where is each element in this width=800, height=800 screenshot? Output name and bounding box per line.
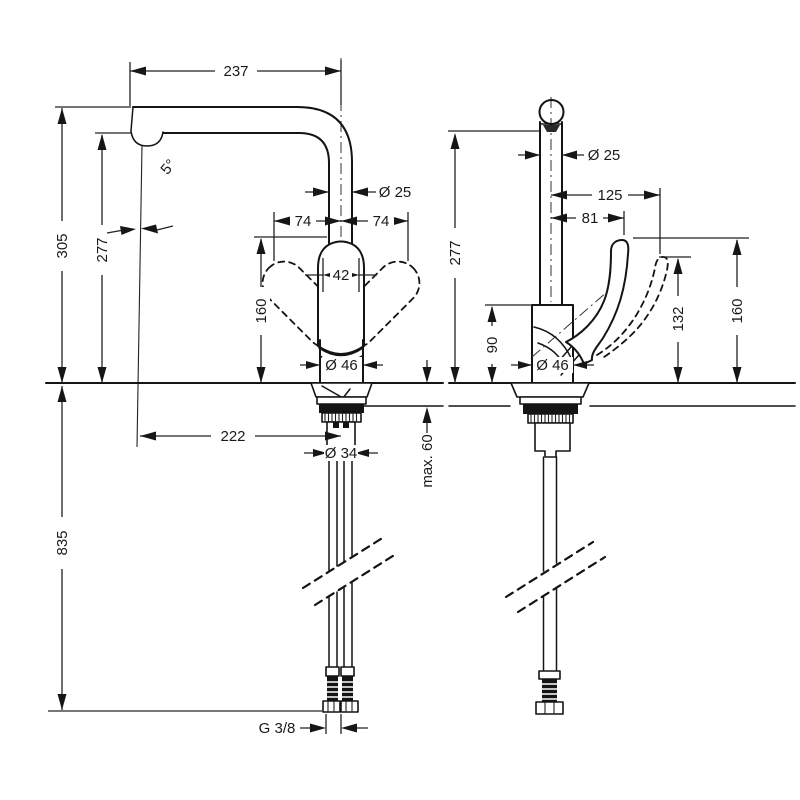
dim-160-front-label: 160 <box>253 298 270 323</box>
thread-ridges <box>327 681 353 698</box>
dim-g38-label: G 3/8 <box>259 720 296 737</box>
dim-body-dia-side: Ø 46 <box>511 357 594 374</box>
dim-lever-width: 42 <box>305 258 377 292</box>
dim-42-label: 42 <box>333 267 350 284</box>
base-ring-side <box>519 396 582 405</box>
hose-collar-right <box>340 666 355 677</box>
spout-outer-edge <box>132 106 353 245</box>
dim-222-label: 222 <box>220 428 245 445</box>
gasket-band <box>319 404 364 413</box>
dim-81-label: 81 <box>582 210 599 227</box>
dim-835-label: 835 <box>54 530 71 555</box>
shank-rod-left <box>333 422 339 428</box>
dim-shank-dia: Ø 34 <box>304 445 378 462</box>
hex-nut-side <box>535 701 564 715</box>
shank-rod-right <box>343 422 349 428</box>
spout-column-side <box>539 121 563 306</box>
dim-277-front-label: 277 <box>94 237 111 262</box>
aerator-side <box>543 125 560 132</box>
dim-dia46-side-label: Ø 46 <box>536 357 569 374</box>
dim-lever-height-side: 160 <box>633 237 749 383</box>
front-view <box>45 58 444 713</box>
hoses-upper <box>328 455 353 572</box>
dim-hose-drop: 835 <box>53 386 71 710</box>
hose-break-marks <box>301 535 398 607</box>
side-dimensions: Ø 25 125 81 277 <box>446 130 749 383</box>
hose-upper-side <box>542 456 558 572</box>
spout-inner-edge <box>162 132 330 245</box>
dim-spout-dia-front: Ø 25 <box>305 184 411 201</box>
base-flange-side <box>510 382 590 398</box>
body-front <box>319 339 364 384</box>
dim-dia25-front-label: Ø 25 <box>379 184 412 201</box>
hose-break-marks-side <box>504 540 607 614</box>
dim-body-height: 90 <box>483 304 531 383</box>
gasket-band-side <box>523 404 578 414</box>
base-ring <box>316 396 367 405</box>
dim-reach: 222 <box>140 428 341 445</box>
dim-dia34-label: Ø 34 <box>325 445 358 462</box>
dim-outlet-height-side: 277 <box>446 130 540 383</box>
lever-front <box>317 240 365 355</box>
dim-spout-span: 237 <box>129 60 342 106</box>
thread-ticks-side <box>530 414 571 423</box>
dim-spout-dia-side: Ø 25 <box>518 147 620 164</box>
hex-nut-left <box>322 700 341 713</box>
lever-side-solid <box>565 239 630 365</box>
dim-132-label: 132 <box>670 306 687 331</box>
hose-collar-left <box>325 666 340 677</box>
hex-nut-right <box>340 700 359 713</box>
thread-ridges-side <box>542 683 557 700</box>
dim-5deg-label: 5° <box>157 156 179 178</box>
spout-tip-face <box>130 106 134 132</box>
dim-max60-label: max. 60 <box>419 434 436 487</box>
base-flange-front <box>310 382 373 398</box>
dim-body-dia-front: Ø 46 <box>300 357 383 374</box>
hose-thread-right <box>342 676 353 701</box>
dim-open-reach: 125 <box>551 187 661 254</box>
front-dimensions: 237 305 277 5° <box>53 60 436 737</box>
dim-160-side-label: 160 <box>729 298 746 323</box>
dim-237-label: 237 <box>223 63 248 80</box>
dim-lever-height-front: 160 <box>252 236 327 383</box>
dim-dia25-side-label: Ø 25 <box>588 147 621 164</box>
spray-direction-line <box>136 144 143 448</box>
hoses-lower <box>328 581 353 669</box>
dim-125-label: 125 <box>597 187 622 204</box>
hex-nut-facets-side <box>544 702 555 714</box>
dim-90-label: 90 <box>484 337 501 354</box>
thread-ticks <box>324 413 358 422</box>
dim-277-side-label: 277 <box>447 240 464 265</box>
thread-band <box>321 412 362 423</box>
dim-thread: G 3/8 <box>259 714 368 737</box>
dim-74-left-label: 74 <box>295 213 312 230</box>
dim-total-height: 305 <box>53 106 131 383</box>
hex-nut-facets <box>327 701 353 712</box>
lever-swivel-left-dashed <box>261 260 350 349</box>
dim-lever-reach: 81 <box>551 210 625 235</box>
dim-open-height: 132 <box>659 256 691 383</box>
side-view <box>448 97 796 715</box>
dim-outlet-height-front: 277 <box>93 132 131 383</box>
aerator-dome <box>130 130 164 147</box>
dim-dia46-front-label: Ø 46 <box>325 357 358 374</box>
dim-74-right-label: 74 <box>373 213 390 230</box>
hose-lower-side <box>542 588 558 673</box>
dim-spray-angle: 5° <box>106 156 180 235</box>
dim-305-label: 305 <box>54 233 71 258</box>
dim-counter-thickness: max. 60 <box>419 360 436 488</box>
dim-swivel-74: 74 74 <box>273 212 409 261</box>
hose-collar-side <box>538 670 561 680</box>
hose-thread-left <box>327 676 338 701</box>
shank-side <box>534 422 571 458</box>
